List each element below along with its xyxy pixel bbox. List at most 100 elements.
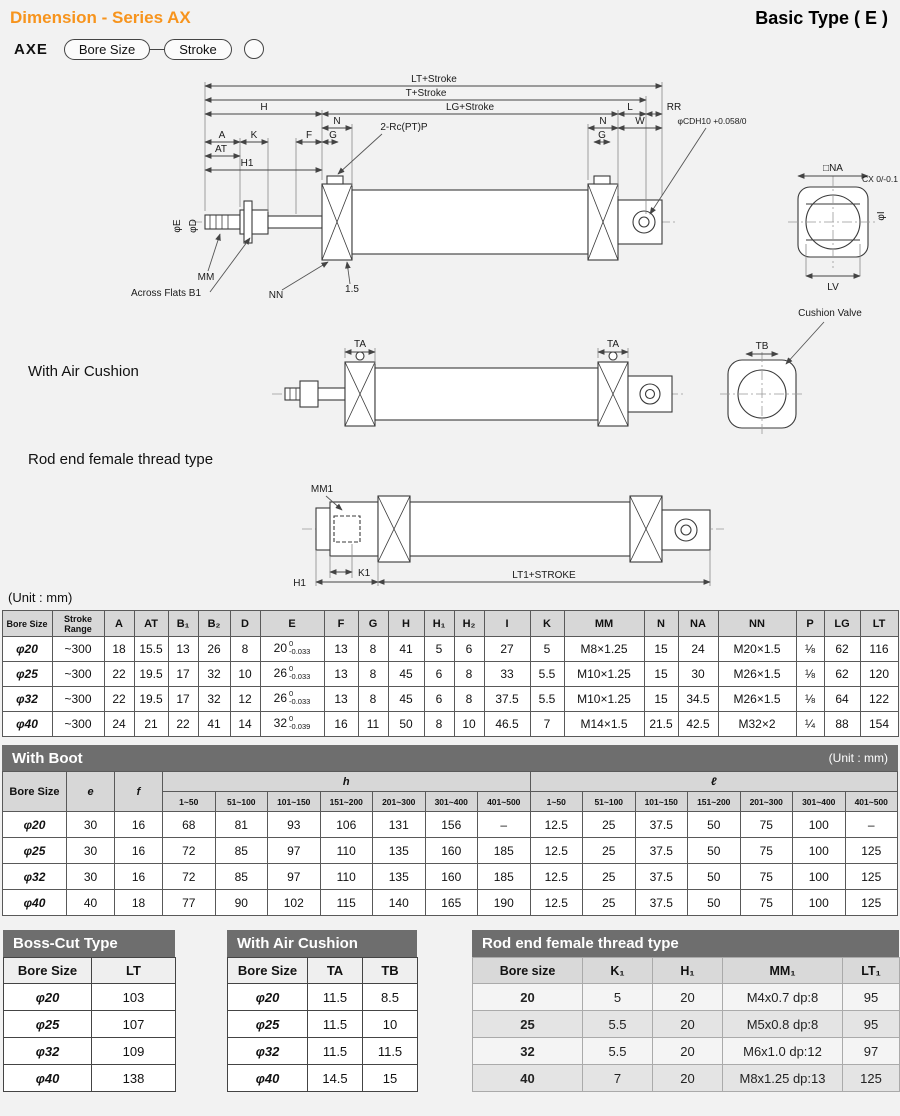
table-cell: 135 [372,863,426,890]
table-cell: 110 [319,837,373,864]
table-cell: 13 [323,636,359,662]
column-header: H₂ [453,610,485,637]
dim-label-a: A [219,130,226,141]
column-header: 1~50 [529,791,583,812]
bore-size-pill: Bore Size [63,38,151,60]
table-cell: 100 [792,889,846,916]
table-cell: 103 [91,983,176,1011]
table-cell: 93 [267,811,321,838]
table-cell: 125 [842,1064,900,1092]
table-cell: φ40 [2,889,67,916]
table-cell: 97 [842,1037,900,1065]
table-cell: 8 [453,661,485,687]
table-cell: 156 [424,811,478,838]
basic-type-drawing [192,175,878,268]
column-header: I [483,610,531,637]
boot-col-bore: Bore Size [2,771,67,812]
table-cell: 107 [91,1010,176,1038]
column-header: 201~300 [739,791,793,812]
table-cell: 5 [529,636,565,662]
dim-label-n-left: N [333,116,340,127]
unit-note: (Unit : mm) [8,590,73,605]
chamfer-label: 1.5 [345,284,359,295]
table-cell: 75 [739,863,793,890]
table-cell: 13 [323,661,359,687]
column-header: 1~50 [162,791,216,812]
column-header: 401~500 [477,791,531,812]
table-cell: 100 [792,837,846,864]
table-cell: 32 [197,686,231,712]
table-cell: 42.5 [677,711,719,737]
page-header: Dimension - Series AX Basic Type ( E ) [0,0,900,30]
table-cell: 125 [844,889,898,916]
table-cell: 75 [739,811,793,838]
column-header: NA [677,610,719,637]
dim-label-ta-front: TA [354,339,366,350]
port-label: 2-Rc(PT)P [380,122,428,133]
table-cell: 14 [229,711,261,737]
table-cell: 5.5 [529,661,565,687]
table-cell: M26×1.5 [717,661,797,687]
dim-label-cx: CX 0/-0.1 [862,174,898,184]
table-cell: 97 [267,837,321,864]
table-cell: φ25 [227,1010,308,1038]
column-header: Bore Size [3,957,92,984]
table-cell: 17 [167,661,199,687]
table-cell: 11.5 [307,1010,363,1038]
dim-label-tb: TB [756,341,769,352]
table-cell: 11.5 [362,1037,418,1065]
table-cell: 14.5 [307,1064,363,1092]
table-cell: 62 [823,661,861,687]
table-cell: M20×1.5 [717,636,797,662]
table-cell: M6x1.0 dp:12 [722,1037,843,1065]
table-cell: 40 [66,889,115,916]
column-header: 101~150 [634,791,688,812]
table-cell: 13 [323,686,359,712]
table-cell: 22 [103,661,135,687]
column-header: E [259,610,325,637]
model-code: AXE [14,40,48,58]
table-cell: 25 [582,889,636,916]
table-cell: 5 [582,983,653,1011]
rod-end-bar: Rod end female thread type [472,930,899,957]
table-cell: 6 [423,661,455,687]
column-header: Bore Size [1,610,53,637]
table-cell: 85 [214,863,268,890]
table-cell: 20 [652,983,723,1011]
table-cell: 16 [323,711,359,737]
table-cell: 100 [792,863,846,890]
table-cell: 11.5 [307,983,363,1011]
rod-end-dimensions: Rod end female thread type MM1 K1 H1 LT1… [28,451,711,588]
table-cell: 125 [844,863,898,890]
table-cell: φ32 [1,686,53,712]
table-cell: 109 [91,1037,176,1065]
table-cell: – [477,811,531,838]
table-cell: 16 [114,837,163,864]
with-boot-unit: (Unit : mm) [828,751,888,765]
dim-label-phi-i: φI [876,211,887,220]
dim-label-phi-e: φE [172,219,183,232]
table-cell: – [844,811,898,838]
table-cell: 30 [677,661,719,687]
table-cell: 12.5 [529,889,583,916]
column-header: H [387,610,425,637]
dim-label-ta-rear: TA [607,339,619,350]
table-cell: M32×2 [717,711,797,737]
table-cell: φ32 [227,1037,308,1065]
table-cell: 12.5 [529,863,583,890]
table-cell: 185 [477,837,531,864]
dim-label-g-right: G [598,130,606,141]
table-cell: 5 [423,636,455,662]
table-cell: M8x1.25 dp:13 [722,1064,843,1092]
air-cushion-section-label: With Air Cushion [28,363,139,380]
